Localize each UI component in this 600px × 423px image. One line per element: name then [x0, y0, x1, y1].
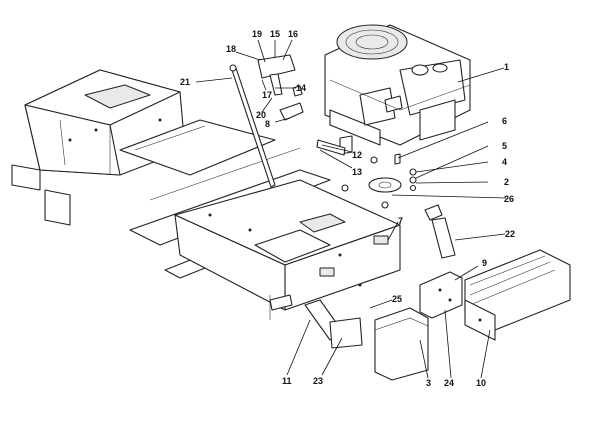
callout-17: 17	[262, 90, 272, 100]
callout-23: 23	[313, 376, 323, 386]
callout-4: 4	[502, 157, 507, 167]
callout-20: 20	[256, 110, 266, 120]
callout-7: 7	[398, 216, 403, 226]
callout-1: 1	[504, 62, 509, 72]
engine-assembly	[324, 24, 471, 155]
callout-12: 12	[352, 150, 362, 160]
callout-6: 6	[502, 116, 507, 126]
leader-lines	[195, 39, 507, 379]
callout-10: 10	[476, 378, 486, 388]
callout-15: 15	[270, 29, 280, 39]
callout-8: 8	[265, 119, 270, 129]
callout-18: 18	[226, 44, 236, 54]
callout-2: 2	[504, 177, 509, 187]
callout-21: 21	[180, 77, 190, 87]
callout-26: 26	[504, 194, 514, 204]
callout-25: 25	[392, 294, 402, 304]
callout-3: 3	[426, 378, 431, 388]
callout-22: 22	[505, 229, 515, 239]
callout-14: 14	[296, 83, 306, 93]
callout-9: 9	[482, 258, 487, 268]
callout-16: 16	[288, 29, 298, 39]
callout-24: 24	[444, 378, 454, 388]
callout-5: 5	[502, 141, 507, 151]
callout-13: 13	[352, 167, 362, 177]
muffler-guard	[419, 249, 571, 341]
exhaust-system	[304, 204, 456, 381]
callout-11: 11	[282, 376, 292, 386]
callout-labels: 1 2 3 4 5 6 7 8 9 10 11 12 13 14 15 16 1…	[180, 29, 515, 388]
control-linkage	[229, 54, 304, 188]
callout-19: 19	[252, 29, 262, 39]
chassis-frame	[11, 69, 401, 320]
